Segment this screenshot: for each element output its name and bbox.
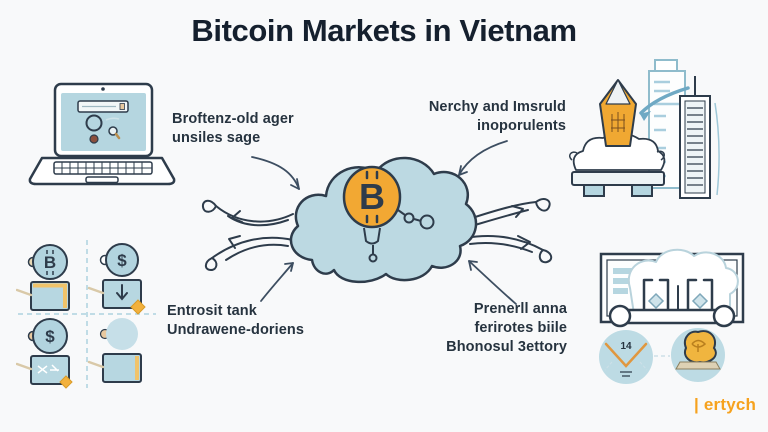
label-line: Entrosit tank [167,303,257,319]
bitcoin-cloud-illustration: B [289,156,478,284]
magnifier-icon [108,126,121,140]
label-line: Undrawene-doriens [167,322,305,339]
curved-arrow-to-gem [639,86,690,121]
dot-icon [89,134,99,144]
arrow-top-left-to-cloud [251,156,300,190]
keyboard [53,161,153,175]
label-line: Prenerll anna [473,301,567,317]
gem-icon [599,79,637,147]
coin-wallet-bitcoin: B [16,244,70,311]
label-top-left: Broftenz-old ager unsiles sage [172,110,294,148]
coin-wallet-faded [87,318,142,383]
arrow-bottom-left-to-cloud [260,262,294,302]
coin-wallet-grid-illustration: B $ $ [16,240,156,389]
chart-dip-icon: 14 [599,330,653,384]
swoosh-arrow-right-lower [464,235,553,264]
label-line: ferirotes biile [474,320,567,337]
svg-text:$: $ [117,251,127,270]
scale-platform [571,171,665,197]
circle-icon [85,114,103,132]
bitcoin-coin-icon: B [342,165,402,229]
arrow-bottom-right-to-cloud [468,260,517,305]
touchpad [85,176,119,184]
coin-wallet-dollar-down: $ [87,243,146,315]
coin-drop-icon [671,328,725,382]
arrow-top-right-to-cloud [458,140,508,176]
swoosh-arrow-left-lower [204,235,294,271]
small-gem-icon [691,292,709,310]
swoosh-arrow-left-upper [201,199,294,227]
svg-text:B: B [44,253,56,272]
webcam-dot-icon [101,87,105,91]
barbell-bar [608,304,736,328]
coin-wallet-dollar-gem: $ [16,318,73,389]
label-top-right: Nerchy and Imsruld inoporulents [410,98,566,136]
svg-text:B: B [359,176,385,217]
label-line: unsiles sage [172,130,261,147]
network-nodes-icon [363,209,435,263]
label-line: inoporulents [477,118,566,135]
label-line: Bhonosul 3ettory [446,339,567,356]
label-line: Nerchy and Imsruld [428,99,566,115]
brand-watermark: | ertych [694,395,757,414]
label-bottom-right: Prenerll anna ferirotes biile Bhonosul 3… [410,300,567,357]
market-chart-illustration: 14 [599,248,745,384]
label-line: Broftenz-old ager [172,111,294,127]
search-bar [77,100,129,113]
small-gem-icon [647,292,665,310]
laptop-illustration [28,82,176,186]
gem-scale-illustration [569,59,720,199]
dark-tower-icon [679,76,720,199]
page-title: Bitcoin Markets in Vietnam [191,13,577,48]
label-bottom-left: Entrosit tank Undrawene-doriens [167,302,304,340]
svg-text:14: 14 [620,341,632,352]
svg-text:$: $ [45,327,55,346]
